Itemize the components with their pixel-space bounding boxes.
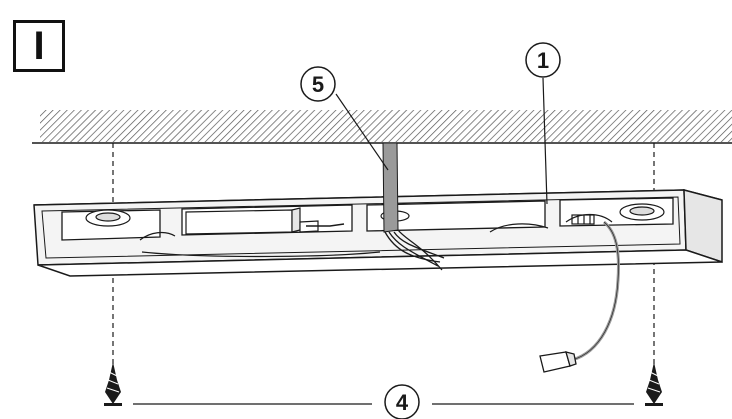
driver-unit bbox=[185, 207, 345, 235]
screw-left bbox=[104, 362, 122, 406]
callout-1-label: 1 bbox=[537, 48, 549, 73]
callout-1: 1 bbox=[525, 42, 561, 78]
screw-right bbox=[645, 362, 663, 406]
ceiling-socket-right bbox=[619, 203, 665, 221]
internal-wiring bbox=[139, 213, 613, 258]
cable-connector bbox=[539, 351, 577, 373]
sensor-cable bbox=[571, 220, 620, 362]
terminal-block bbox=[571, 214, 595, 225]
callout-4: 4 bbox=[384, 384, 420, 419]
ceiling bbox=[32, 110, 732, 144]
callout-5: 5 bbox=[300, 66, 336, 102]
ceiling-socket-left bbox=[85, 209, 131, 227]
callout-5-label: 5 bbox=[312, 72, 324, 97]
supply-cable bbox=[382, 142, 445, 271]
callout-4-label: 4 bbox=[396, 390, 409, 415]
step-letter: I bbox=[33, 24, 45, 68]
step-label: I bbox=[13, 20, 65, 72]
callout-leaders bbox=[335, 77, 548, 205]
